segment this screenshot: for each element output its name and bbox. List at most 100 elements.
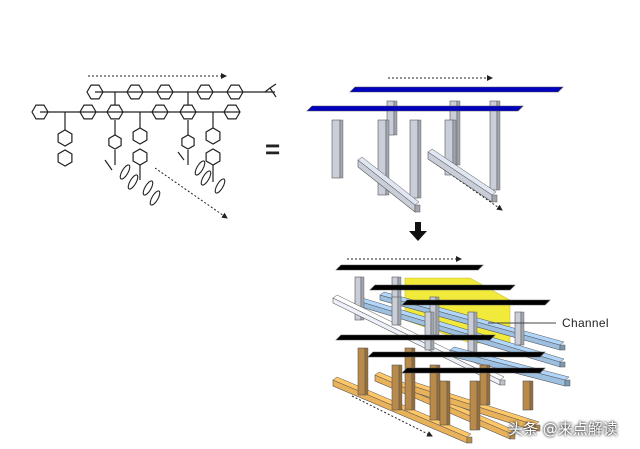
stacked-chains-3d-model	[332, 264, 571, 444]
undefined-end	[539, 367, 546, 374]
undefined-top	[367, 351, 546, 358]
undefined-top	[349, 86, 564, 93]
brown-post-side	[476, 380, 481, 431]
orange-rail-end	[534, 424, 541, 432]
undefined-top	[401, 367, 546, 374]
dotted-arrow-diagonal-right	[429, 159, 503, 211]
side-post-side	[496, 100, 501, 191]
brown-post	[522, 380, 531, 411]
brown-post	[469, 380, 478, 431]
bond	[269, 83, 277, 89]
gray-post-side	[520, 311, 525, 346]
benzene-ring	[126, 84, 144, 100]
brown-post-side	[446, 380, 451, 426]
polymer-molecule-structure	[31, 83, 277, 206]
benzene-ring	[196, 84, 214, 100]
benzene-ring	[181, 134, 195, 150]
benzene-ring	[179, 104, 197, 120]
side-post-side	[339, 119, 344, 179]
benzene-ring	[205, 127, 221, 145]
bond	[269, 87, 277, 98]
side-chain-ring	[149, 190, 161, 206]
undefined-top	[306, 105, 524, 112]
undefined-end	[539, 351, 546, 358]
gray-post-side	[473, 311, 478, 353]
gray-post-side	[430, 311, 435, 351]
down-arrow-icon	[409, 222, 427, 241]
undefined-top	[335, 264, 484, 271]
brown-post	[439, 380, 448, 426]
channel-label: Channel	[562, 316, 609, 330]
benzene-ring	[132, 127, 148, 145]
undefined-end	[477, 264, 484, 271]
side-post-side	[385, 119, 390, 196]
benzene-ring	[57, 129, 73, 147]
direction-arrows	[88, 73, 503, 437]
benzene-ring	[205, 148, 221, 166]
brown-post-side	[364, 347, 369, 396]
equals-sign: =	[265, 134, 281, 164]
gray-post-side	[360, 276, 365, 321]
side-chain-ring	[127, 174, 139, 190]
benzene-ring	[223, 104, 241, 120]
undefined-end	[544, 299, 551, 306]
side-chain-ring	[119, 164, 131, 180]
gray-post	[424, 311, 432, 351]
brown-post-side	[486, 364, 491, 406]
benzene-ring	[132, 148, 148, 166]
gray-post	[391, 296, 399, 326]
side-chain-rail-top	[357, 156, 420, 206]
side-chain-ring	[194, 160, 206, 176]
dotted-arrow-diagonal-left	[154, 167, 228, 219]
benzene-ring	[57, 149, 73, 167]
orange-rail-end	[509, 432, 516, 440]
blue-rail-lower-end	[564, 379, 571, 387]
blue-rail-end	[559, 361, 566, 368]
brown-post	[357, 347, 366, 396]
undefined-end	[489, 334, 496, 341]
side-post-side	[417, 119, 422, 199]
undefined-top	[335, 334, 496, 341]
bond	[264, 87, 271, 93]
benzene-ring	[31, 104, 49, 120]
gray-post	[514, 311, 522, 346]
undefined-top	[369, 284, 516, 291]
side-post	[409, 119, 419, 199]
watermark: 头条 @来点解读	[508, 420, 618, 438]
benzene-ring	[106, 104, 124, 120]
side-chain-rail-top	[427, 148, 497, 196]
undefined-end	[557, 86, 564, 93]
blue-rail-end	[559, 344, 566, 351]
benzene-ring	[79, 104, 97, 120]
side-post-side	[393, 100, 398, 136]
brown-post	[391, 364, 400, 411]
benzene-ring	[151, 104, 169, 120]
benzene-ring	[226, 84, 244, 100]
gray-post-side	[397, 296, 402, 326]
side-chain-ring	[200, 170, 212, 186]
gray-post	[467, 311, 475, 353]
orange-rail-end	[466, 436, 473, 444]
side-chain-rail-end	[491, 194, 498, 203]
benzene-ring	[156, 84, 174, 100]
brown-post-side	[398, 364, 403, 411]
dotted-arrow-bottom-stack	[351, 395, 433, 437]
bond	[104, 159, 113, 171]
white-rail-end	[499, 379, 506, 386]
side-post	[331, 119, 341, 179]
bond	[177, 151, 185, 161]
undefined-end	[517, 105, 524, 112]
undefined-end	[509, 284, 516, 291]
side-chain-ring	[142, 180, 154, 196]
single-chain-3d-model	[306, 86, 564, 213]
side-chain-ring	[214, 178, 226, 194]
brown-post-side	[529, 380, 534, 411]
benzene-ring	[86, 84, 104, 100]
benzene-ring	[108, 134, 122, 150]
side-chain-rail-end	[414, 204, 421, 213]
side-post-side	[456, 100, 461, 166]
side-post	[489, 100, 498, 191]
undefined-top	[401, 299, 551, 306]
